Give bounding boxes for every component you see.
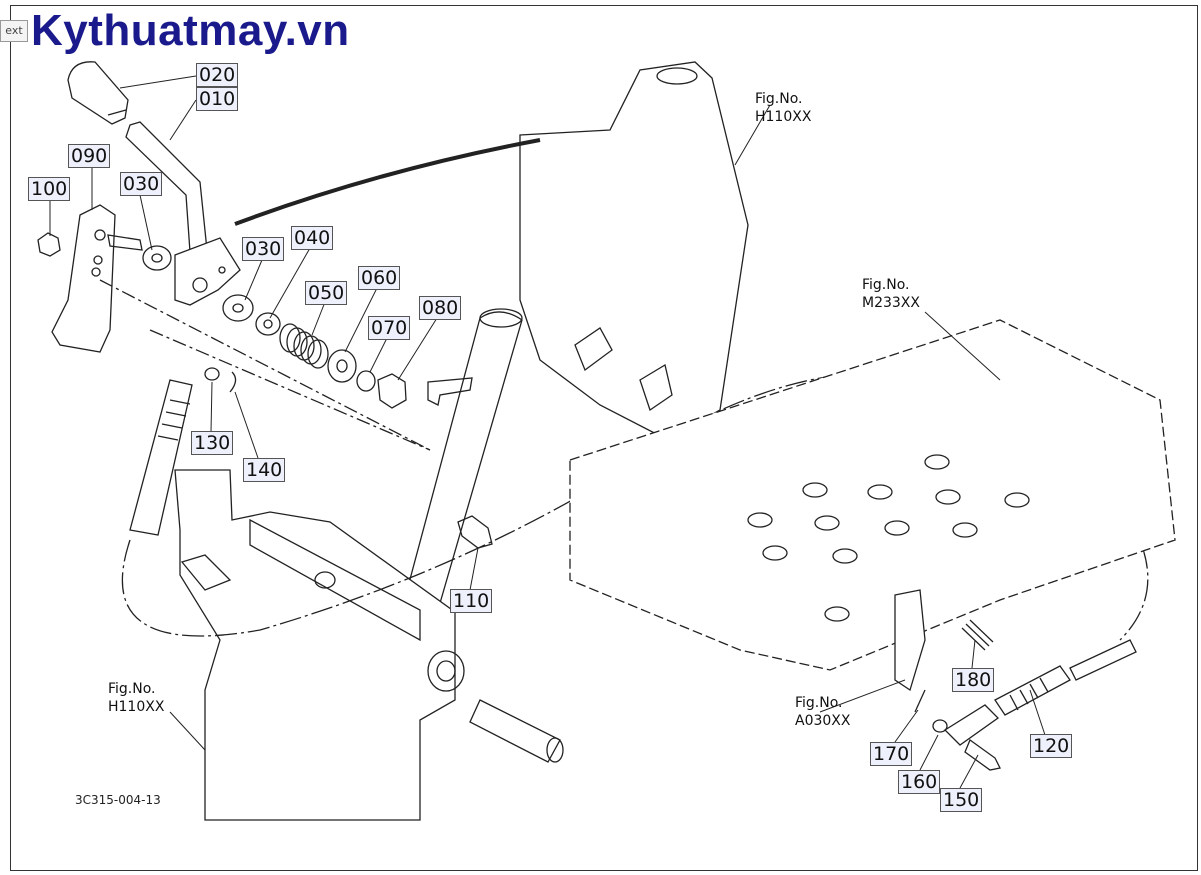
lever-knob — [67, 61, 129, 125]
washer-130 — [204, 367, 220, 381]
frame-h110 — [174, 469, 456, 821]
figref-m233[interactable]: Fig.No. M233XX — [862, 276, 920, 312]
drawing-code: 3C315-004-13 — [75, 793, 161, 807]
pin-170 — [914, 689, 926, 713]
washer-070 — [356, 370, 376, 392]
callout-070[interactable]: 070 — [368, 316, 411, 340]
callout-180[interactable]: 180 — [952, 668, 995, 692]
round-boss — [427, 650, 465, 692]
figref-h110-bottom[interactable]: Fig.No. H110XX — [108, 680, 164, 716]
spring-180 — [961, 619, 994, 651]
cable-boot-120 — [994, 665, 1071, 716]
bracket — [51, 204, 116, 353]
callout-040[interactable]: 040 — [291, 226, 334, 250]
black-cable — [234, 138, 541, 226]
callout-100[interactable]: 100 — [28, 177, 71, 201]
figref-code: H110XX — [755, 109, 812, 125]
round-shaft — [469, 699, 561, 763]
callout-080[interactable]: 080 — [419, 296, 462, 320]
figref-prefix: Fig.No. — [108, 681, 156, 697]
callout-130[interactable]: 130 — [191, 431, 234, 455]
spring-050 — [279, 323, 329, 369]
axis-line — [99, 279, 431, 451]
callout-010[interactable]: 010 — [196, 87, 239, 111]
callout-140[interactable]: 140 — [243, 458, 286, 482]
callout-050[interactable]: 050 — [305, 281, 348, 305]
clip-140 — [229, 371, 237, 393]
callout-150[interactable]: 150 — [940, 788, 983, 812]
bolt — [107, 234, 143, 251]
brand-watermark: Kythuatmay.vn — [31, 6, 350, 55]
callout-030-a[interactable]: 030 — [120, 172, 163, 196]
nut-100 — [37, 232, 61, 257]
figref-code: H110XX — [108, 699, 165, 715]
collar-060 — [327, 349, 357, 383]
callout-160[interactable]: 160 — [898, 770, 941, 794]
figref-prefix: Fig.No. — [755, 91, 803, 107]
figref-prefix: Fig.No. — [795, 695, 843, 711]
bolt-110 — [457, 515, 493, 549]
washer-030-a — [142, 245, 172, 271]
callout-060[interactable]: 060 — [358, 266, 401, 290]
cable-end — [129, 379, 193, 536]
callout-110[interactable]: 110 — [450, 589, 493, 613]
callout-120[interactable]: 120 — [1030, 734, 1073, 758]
ext-tab[interactable]: ext — [0, 20, 28, 42]
callout-170[interactable]: 170 — [870, 742, 913, 766]
figref-code: A030XX — [795, 713, 851, 729]
figref-prefix: Fig.No. — [862, 277, 910, 293]
linkage-arm — [894, 589, 926, 692]
callout-020[interactable]: 020 — [196, 63, 239, 87]
nut-080 — [377, 373, 407, 409]
washer-160 — [932, 719, 948, 733]
washer-040 — [255, 312, 281, 336]
clevis-150 — [943, 704, 1000, 746]
washer-030-b — [222, 294, 254, 322]
floor-grommets — [747, 454, 1030, 622]
floor-plate — [569, 319, 1176, 671]
shift-rod-tube — [404, 311, 523, 611]
lever-base-plate — [174, 237, 241, 306]
figref-h110-top[interactable]: Fig.No. H110XX — [755, 90, 811, 126]
figref-a030[interactable]: Fig.No. A030XX — [795, 694, 850, 730]
callout-090[interactable]: 090 — [68, 144, 111, 168]
callout-030-b[interactable]: 030 — [242, 237, 285, 261]
housing-h110 — [519, 61, 749, 441]
figref-code: M233XX — [862, 295, 920, 311]
